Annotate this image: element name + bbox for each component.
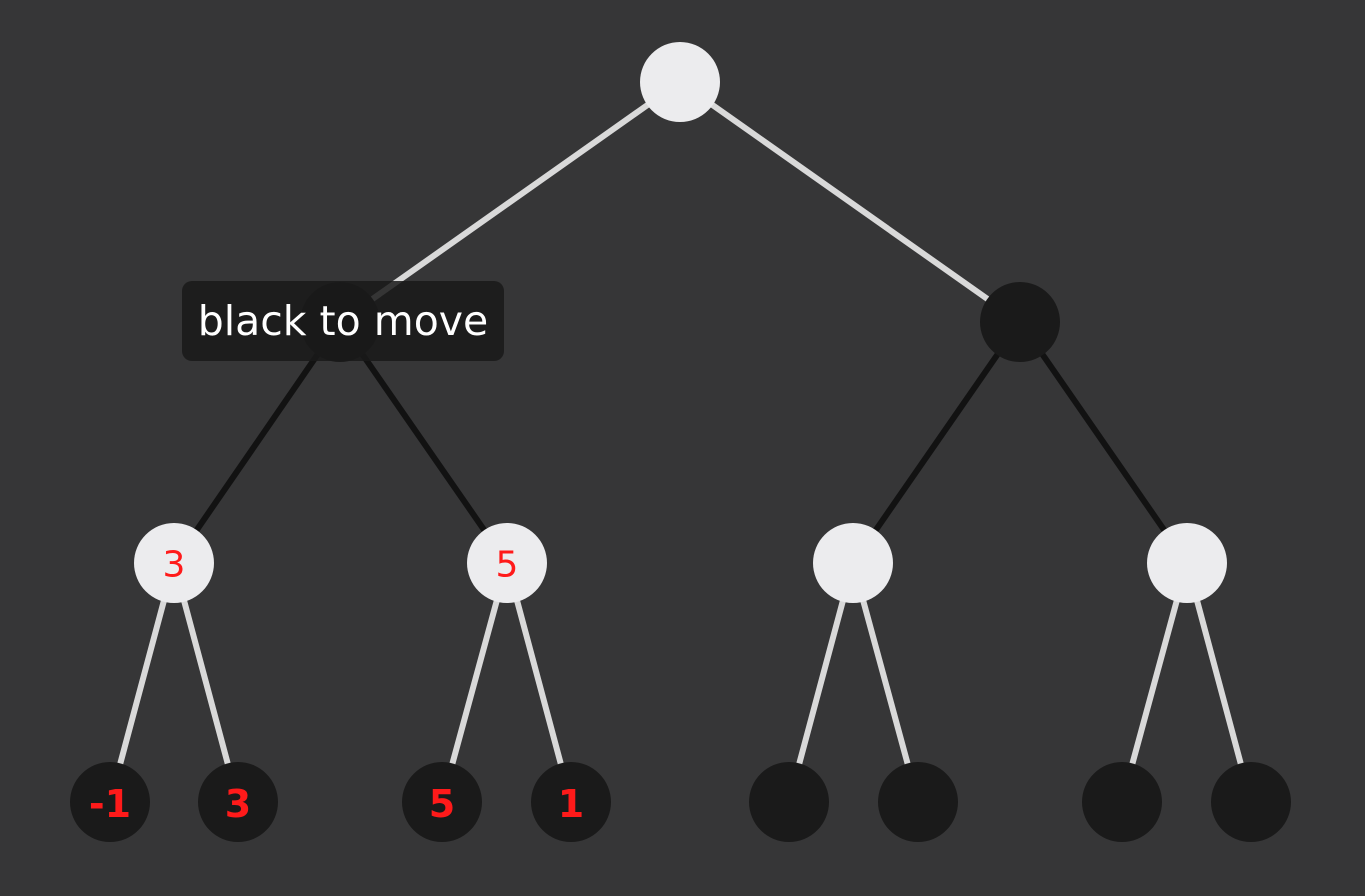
tree-node-level2-2 — [813, 523, 893, 603]
white-node-circle — [1147, 523, 1227, 603]
tree-edge-level2-3-to-level3-6 — [1128, 596, 1181, 769]
black-node-circle — [198, 762, 278, 842]
tree-edge-level2-2-to-level3-4 — [795, 597, 847, 768]
tree-node-level2-3 — [1147, 523, 1227, 603]
tree-node-level3-2: 5 — [402, 762, 482, 842]
tree-edge-level2-0-to-level3-0 — [116, 597, 168, 768]
tree-edge-level1-0-to-level2-1 — [358, 349, 489, 536]
tree-edge-level1-1-to-level2-3 — [1038, 349, 1169, 536]
node-value-label: 5 — [496, 545, 519, 586]
black-node-circle — [749, 762, 829, 842]
tree-edge-root-0-to-level1-1 — [707, 100, 993, 304]
black-node-circle — [1082, 762, 1162, 842]
white-node-circle — [467, 523, 547, 603]
tree-node-level3-4 — [749, 762, 829, 842]
white-node-circle — [813, 523, 893, 603]
node-value-label: 3 — [225, 782, 251, 826]
tree-node-level3-3: 1 — [531, 762, 611, 842]
node-value-label: -1 — [89, 782, 131, 826]
black-node-circle — [531, 762, 611, 842]
tree-node-level3-6 — [1082, 762, 1162, 842]
node-value-label: 1 — [558, 782, 584, 826]
tree-node-root-0 — [640, 42, 720, 122]
tree-edge-level1-1-to-level2-2 — [871, 349, 1002, 536]
tree-edge-level2-1-to-level3-3 — [513, 597, 565, 768]
tree-node-level3-1: 3 — [198, 762, 278, 842]
tree-node-level2-0: 3 — [134, 523, 214, 603]
tree-node-level3-5 — [878, 762, 958, 842]
tree-node-level2-1: 5 — [467, 523, 547, 603]
black-node-circle — [70, 762, 150, 842]
tree-edge-level1-0-to-level2-0 — [191, 349, 323, 536]
tree-edge-level2-2-to-level3-5 — [859, 596, 912, 769]
nodes-layer: 3 5 -1 3 5 1 — [70, 42, 1291, 842]
edges-layer — [116, 100, 1245, 769]
node-value-label: 3 — [163, 545, 186, 586]
black-node-circle — [878, 762, 958, 842]
tree-node-level3-7 — [1211, 762, 1291, 842]
node-value-label: 5 — [429, 782, 455, 826]
black-node-circle — [402, 762, 482, 842]
tree-edge-level2-1-to-level3-2 — [448, 596, 501, 769]
tree-node-level3-0: -1 — [70, 762, 150, 842]
black-node-circle — [980, 282, 1060, 362]
white-node-circle — [134, 523, 214, 603]
tree-edge-root-0-to-level1-0 — [367, 100, 653, 304]
tree-node-level1-1 — [980, 282, 1060, 362]
turn-tooltip: black to move — [182, 281, 504, 361]
tree-edge-level2-3-to-level3-7 — [1193, 597, 1245, 768]
white-node-circle — [640, 42, 720, 122]
black-node-circle — [1211, 762, 1291, 842]
tree-edge-level2-0-to-level3-1 — [180, 597, 232, 768]
